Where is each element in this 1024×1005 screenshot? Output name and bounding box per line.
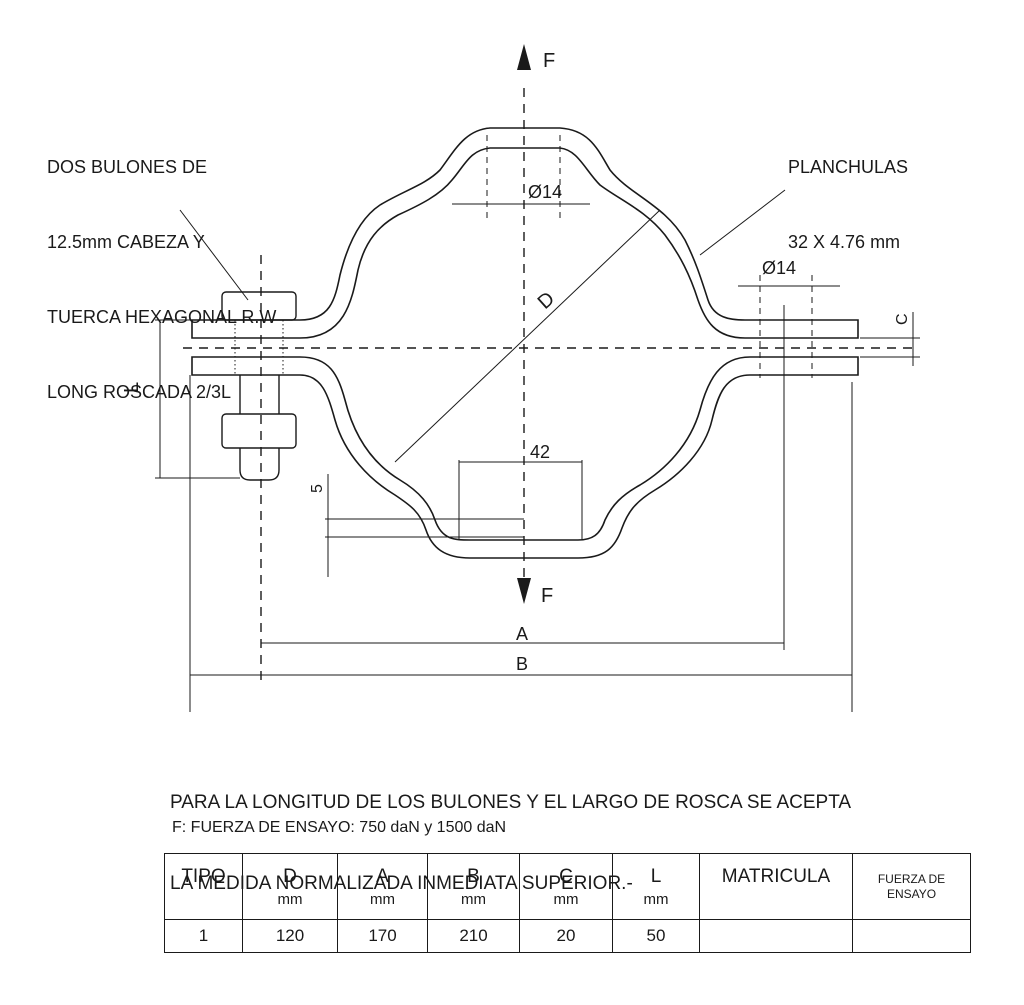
dim-42: [458, 460, 583, 540]
dim-b: [189, 375, 853, 712]
force-label-top: F: [543, 50, 555, 72]
diameter-line: [394, 209, 661, 463]
dim-42-label: 42: [530, 442, 550, 462]
cell-a: 170: [337, 919, 428, 953]
col-header-fuerza: FUERZA DE ENSAYO: [852, 853, 971, 920]
force-arrow-top: [517, 44, 531, 70]
lower-strap: [191, 356, 859, 559]
upper-strap: [191, 127, 859, 339]
bolts-note-leader: [179, 209, 249, 301]
dim-b-label: B: [516, 654, 528, 674]
plates-note: PLANCHULAS 32 X 4.76 mm: [788, 105, 908, 280]
force-label-bottom: F: [541, 585, 553, 607]
dim-l-label: L: [121, 382, 143, 393]
bolt-nut: [221, 413, 297, 449]
force-arrow-bottom: [517, 578, 531, 604]
dim-a: [261, 305, 785, 650]
hole-right-label: Ø14: [762, 258, 796, 278]
plates-note-line: PLANCHULAS: [788, 157, 909, 177]
bolts-note-line: LONG ROSCADA 2/3L: [47, 382, 232, 402]
dim-5: [325, 474, 524, 577]
length-note-line: PARA LA LONGITUD DE LOS BULONES Y EL LAR…: [170, 792, 852, 813]
table-row: 1 120 170 210 20 50: [164, 919, 971, 953]
bolt-head: [221, 291, 297, 321]
bolts-note-line: DOS BULONES DE: [47, 157, 208, 177]
bolts-note-line: TUERCA HEXAGONAL R.W: [47, 307, 277, 327]
bolts-note: DOS BULONES DE 12.5mm CABEZA Y TUERCA HE…: [47, 105, 276, 430]
cell-matricula: [699, 919, 853, 953]
cell-d: 120: [242, 919, 338, 953]
cell-l: 50: [612, 919, 700, 953]
bolts-note-line: 12.5mm CABEZA Y: [47, 232, 205, 252]
dim-c: [860, 312, 920, 366]
dim-a-label: A: [516, 624, 528, 644]
cell-b: 210: [427, 919, 520, 953]
cell-tipo: 1: [164, 919, 243, 953]
top-hole: [452, 135, 590, 218]
plates-note-leader: [699, 189, 786, 256]
col-header-matricula: MATRICULA: [699, 853, 853, 920]
col-header-tipo: TIPO: [164, 853, 243, 920]
cell-c: 20: [519, 919, 613, 953]
plates-note-line: 32 X 4.76 mm: [788, 232, 901, 252]
dim-l: [155, 319, 240, 479]
bolt-shank: [234, 320, 284, 481]
force-note: F: FUERZA DE ENSAYO: 750 daN y 1500 daN: [172, 819, 507, 836]
dim-5-label: 5: [309, 484, 326, 493]
dim-c-label: C: [894, 313, 911, 325]
hole-top-label: Ø14: [528, 182, 562, 202]
cell-fuerza: [852, 919, 971, 953]
right-hole: [738, 275, 840, 378]
